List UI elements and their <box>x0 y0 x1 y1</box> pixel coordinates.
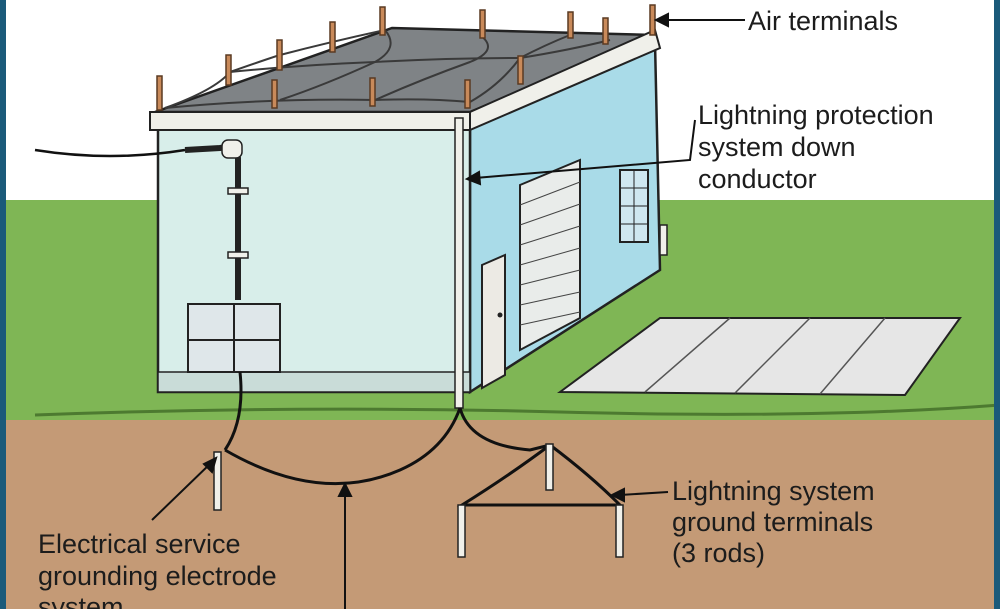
garage-door-panels <box>519 181 581 326</box>
frame-left <box>0 0 6 609</box>
label-ground-terminals-line-1: Lightning system <box>672 476 875 506</box>
label-service-grounding-line-1: Electrical service <box>38 529 241 559</box>
frame-right <box>994 0 1000 609</box>
label-air-terminals: Air terminals <box>748 6 899 36</box>
weatherhead <box>221 139 243 159</box>
down-conductor-lead <box>458 407 551 452</box>
down-conductor <box>454 117 464 409</box>
conduit-straps <box>227 187 249 259</box>
foundation-strip <box>157 371 471 393</box>
label-down-conductor-line-1: Lightning protection <box>698 100 934 130</box>
label-service-grounding-line-2: grounding electrode <box>38 561 277 591</box>
bonding-conductor <box>224 407 462 486</box>
ground-edge <box>34 403 1000 417</box>
side-door <box>481 253 506 390</box>
ground-rods <box>213 443 624 558</box>
driveway <box>557 317 962 397</box>
window-panes <box>620 170 648 242</box>
label-down-conductor-line-3: conductor <box>698 164 817 194</box>
downspout <box>659 224 668 256</box>
soil-area <box>0 420 1000 609</box>
air-terminal-rods <box>156 4 656 111</box>
service-drop-wire <box>34 148 186 158</box>
service-ground-wire <box>223 371 243 451</box>
label-ground-terminals-line-2: ground terminals <box>672 507 874 537</box>
leader-lines <box>151 12 745 609</box>
label-service-grounding-line-3: system <box>38 592 124 609</box>
door-knob <box>497 312 503 318</box>
roof-edge-side <box>469 28 662 132</box>
garage-door <box>519 158 581 352</box>
label-ground-terminals-line-3: (3 rods) <box>672 538 766 568</box>
label-down-conductor-line-2: system down <box>698 132 856 162</box>
driveway-joints <box>644 317 886 395</box>
service-equipment <box>187 303 281 373</box>
roof-edge-front <box>149 111 471 131</box>
